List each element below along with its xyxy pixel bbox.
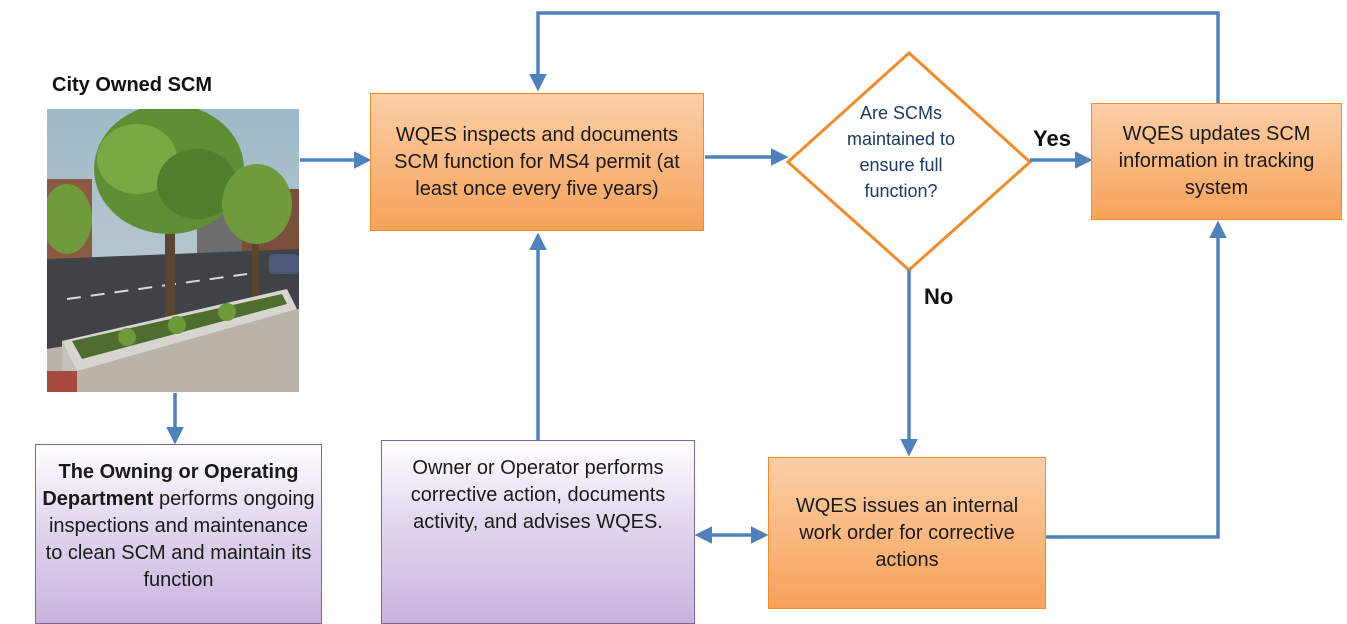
update-text: WQES updates SCM information in tracking… <box>1118 123 1315 199</box>
department-box: The Owning or Operating Department perfo… <box>35 444 322 624</box>
department-text-bold: The Owning or Operating Department <box>42 461 299 510</box>
yes-label: Yes <box>1033 126 1071 151</box>
arrow-update-to-inspect <box>529 11 1220 103</box>
decision-text: Are SCMs maintained to ensure full funct… <box>846 103 956 201</box>
arrow-workorder-to-update <box>1046 220 1227 539</box>
work-order-box: WQES issues an internal work order for c… <box>768 457 1046 609</box>
department-text-rest: performs ongoing inspections and mainten… <box>45 488 315 591</box>
department-text: The Owning or Operating Department perfo… <box>42 459 315 594</box>
inspect-box: WQES inspects and documents SCM function… <box>370 93 704 231</box>
inspect-text: WQES inspects and documents SCM function… <box>394 123 680 200</box>
no-label: No <box>924 284 954 309</box>
update-box: WQES updates SCM information in tracking… <box>1091 103 1342 220</box>
photo-title: City Owned SCM <box>52 74 213 96</box>
work-order-text: WQES issues an internal work order for c… <box>795 494 1019 571</box>
owner-action-text: Owner or Operator performs corrective ac… <box>410 457 666 533</box>
scm-photo <box>47 109 299 392</box>
owner-action-box: Owner or Operator performs corrective ac… <box>381 440 695 624</box>
